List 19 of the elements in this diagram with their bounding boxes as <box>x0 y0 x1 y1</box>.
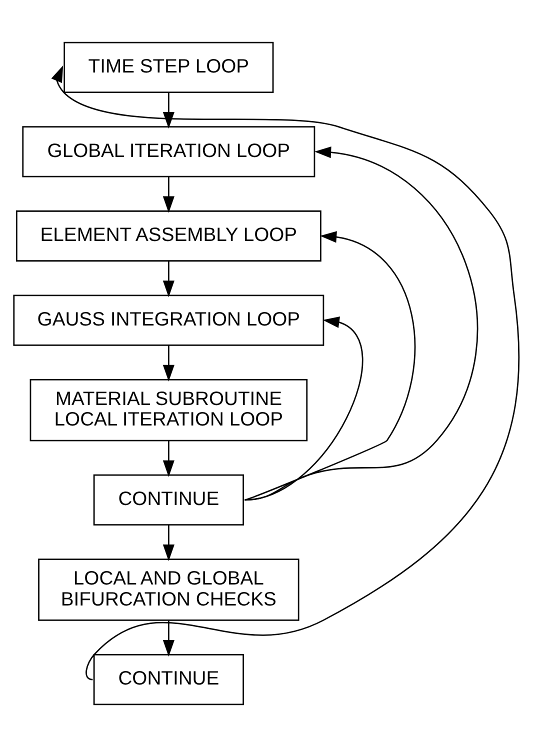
arrow <box>162 440 174 476</box>
arrow <box>51 64 520 680</box>
arrow <box>162 344 174 381</box>
node-box: CONTINUE <box>93 474 244 526</box>
arrow <box>244 146 478 500</box>
arrow <box>244 230 416 500</box>
arrow <box>162 524 174 561</box>
node-box: MATERIAL SUBROUTINE LOCAL ITERATION LOOP <box>30 378 308 441</box>
node-box: GLOBAL ITERATION LOOP <box>22 126 316 177</box>
node-box: ELEMENT ASSEMBLY LOOP <box>16 210 322 262</box>
arrow <box>244 316 364 500</box>
node-box: GAUSS INTEGRATION LOOP <box>13 294 324 346</box>
arrow <box>162 260 174 297</box>
node-box: CONTINUE <box>93 654 244 705</box>
arrow <box>162 620 174 656</box>
node-box: LOCAL AND GLOBAL BIFURCATION CHECKS <box>38 558 300 620</box>
arrow <box>162 176 174 212</box>
arrow <box>162 92 174 128</box>
node-box: TIME STEP LOOP <box>64 41 274 92</box>
